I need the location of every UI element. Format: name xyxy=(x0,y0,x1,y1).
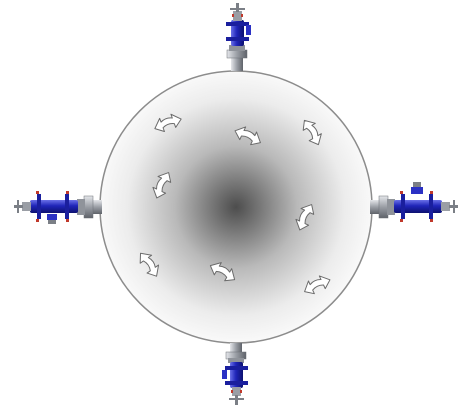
nozzle-left xyxy=(14,191,102,224)
vessel-body xyxy=(100,71,372,343)
nozzle-right xyxy=(370,182,458,222)
nozzle-top xyxy=(226,3,251,71)
nozzle-bottom xyxy=(222,343,248,405)
